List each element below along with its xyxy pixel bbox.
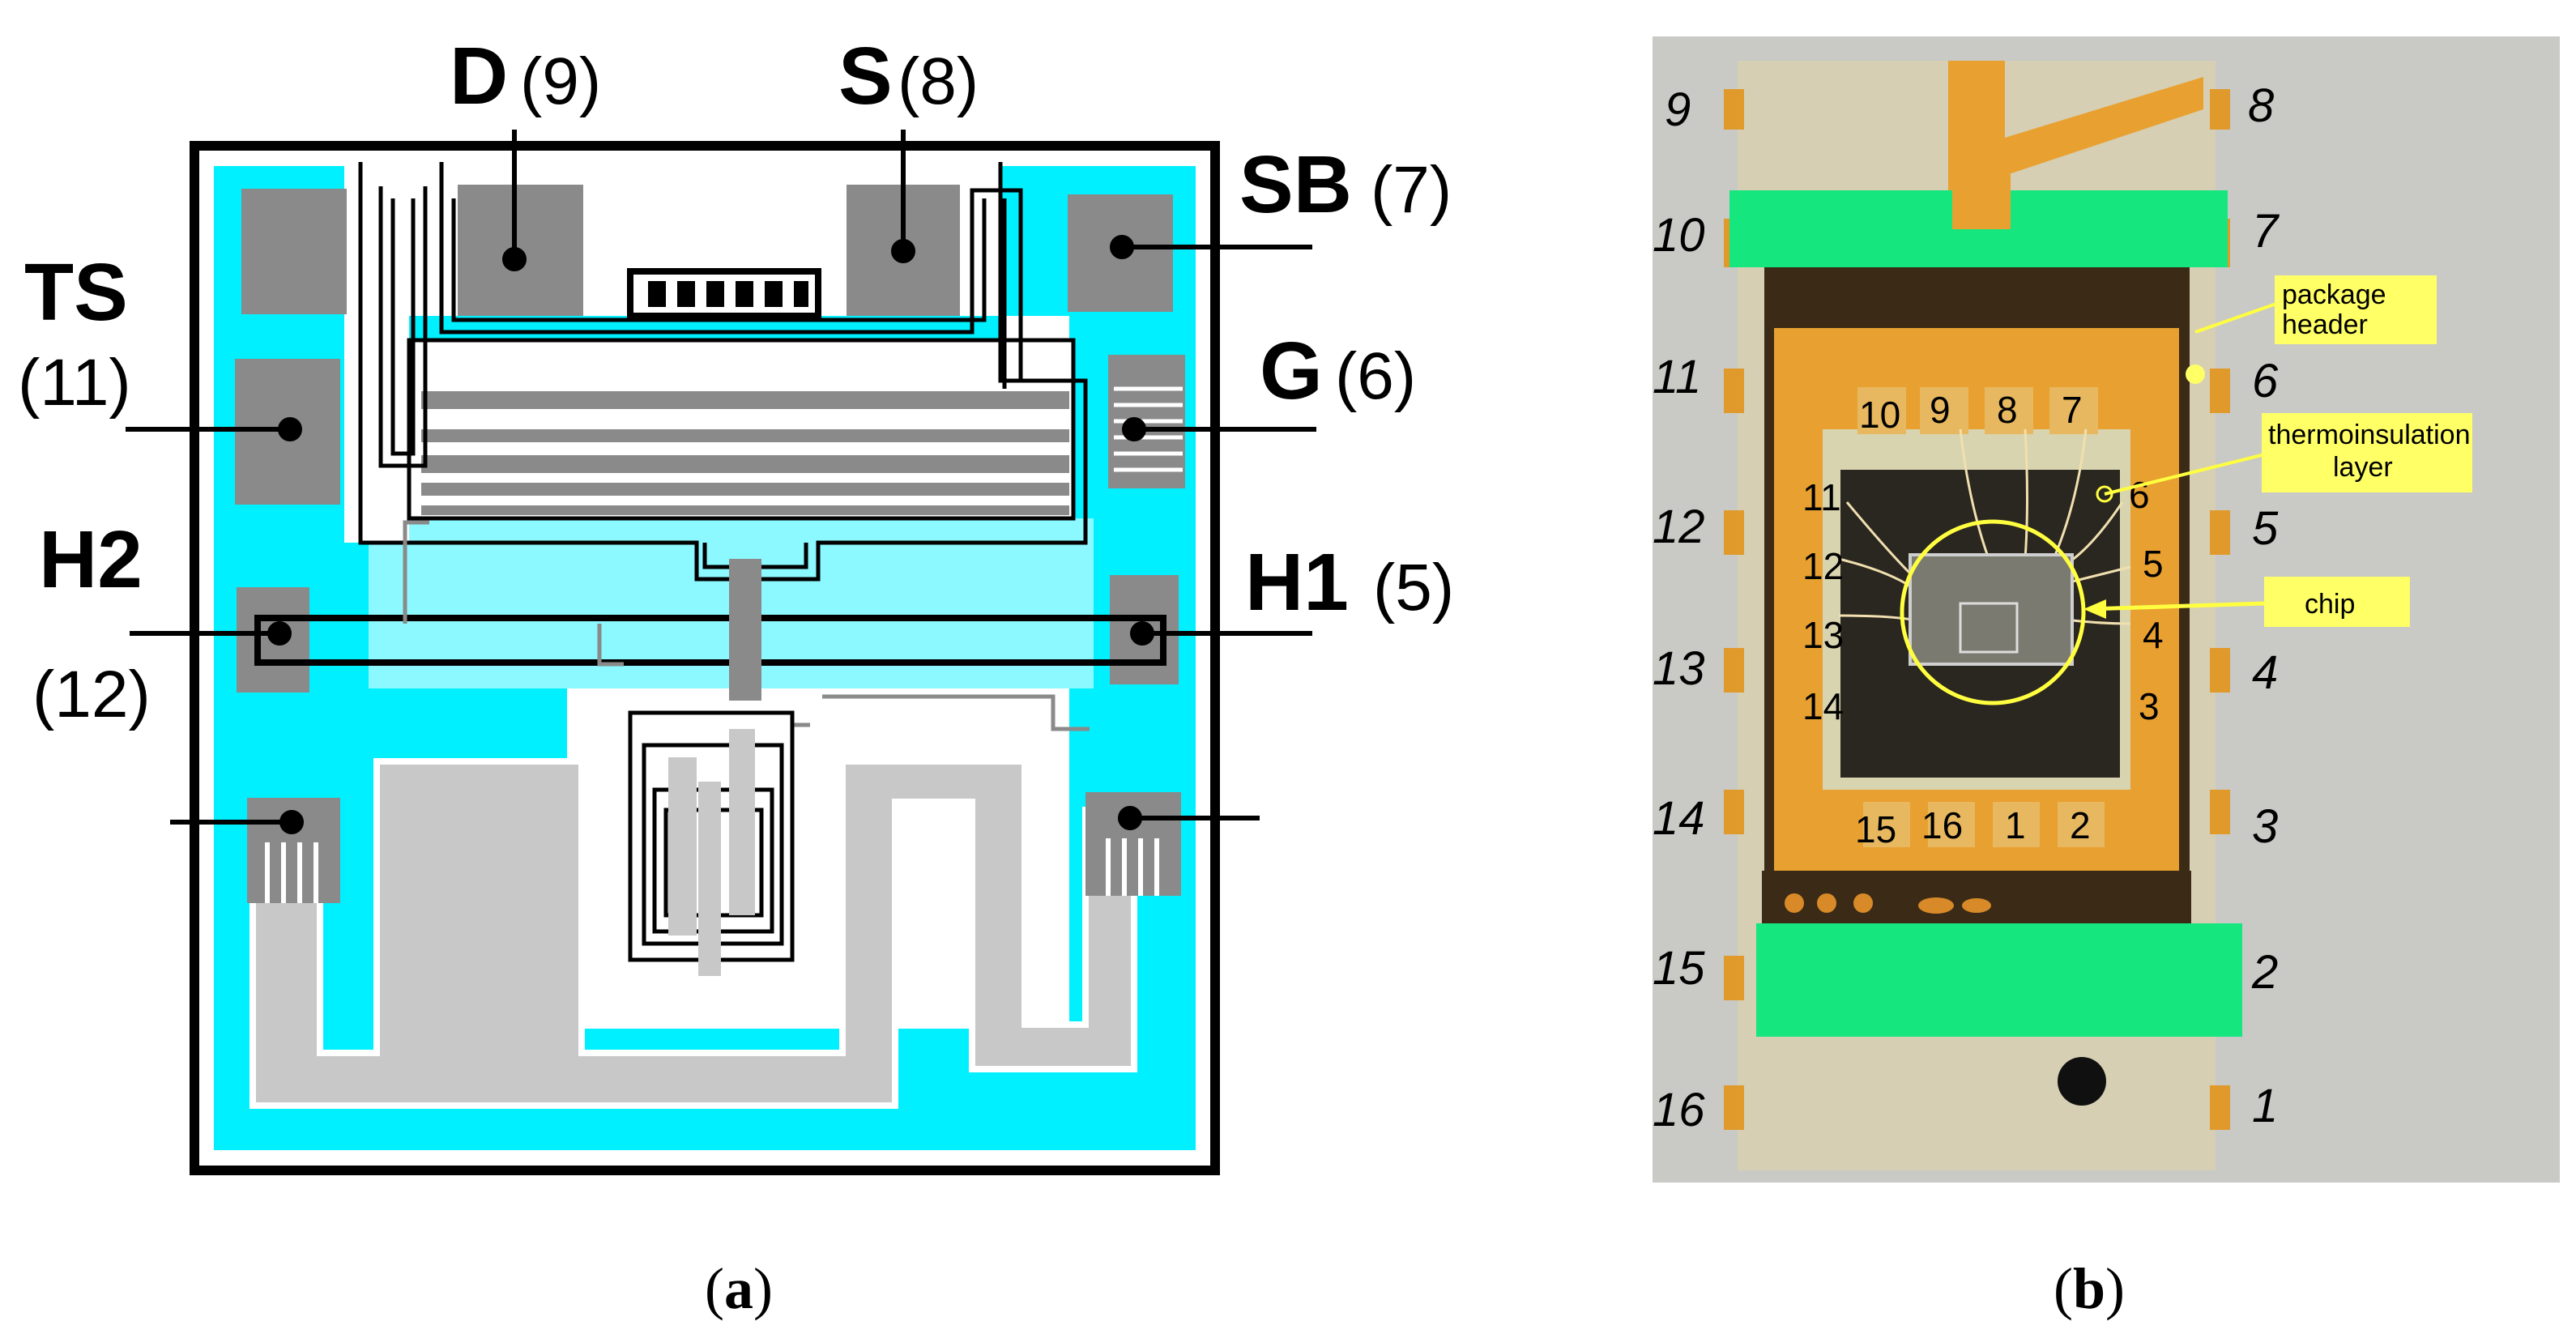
inner-top-2: 9 (1930, 389, 1951, 431)
center-stem (729, 559, 761, 701)
label-D: D (450, 31, 508, 121)
inner-left-1: 11 (1802, 476, 1841, 518)
panel-a-layout: D (9) S (8) SB (7) TS (11) G (6) H2 (12)… (18, 31, 1454, 1321)
inner-left-4: 14 (1802, 685, 1844, 727)
outer-pin-labels-right: 8 7 6 5 4 3 2 1 (2248, 79, 2280, 1132)
label-TS-num: (11) (18, 346, 131, 420)
pin-right-1: 8 (2248, 79, 2274, 132)
svg-text:layer: layer (2333, 452, 2393, 483)
pin-right-5: 4 (2252, 646, 2278, 699)
label-SB: SB (1239, 139, 1352, 230)
label-TS: TS (24, 247, 128, 338)
lower-dots (1785, 893, 1991, 914)
meander-heater (249, 758, 1137, 1109)
pin-left-2: 10 (1653, 209, 1705, 262)
inner-top-1: 10 (1859, 394, 1900, 436)
inner-top-3: 8 (1997, 389, 2018, 431)
label-S-num: (8) (898, 45, 979, 118)
inner-left-2: 12 (1802, 545, 1844, 587)
inner-bottom-4: 2 (2070, 804, 2091, 846)
inner-pads (1857, 387, 2105, 847)
package-hole (2058, 1057, 2106, 1106)
svg-text:chip: chip (2305, 589, 2355, 620)
callout-thermoinsulation: thermoinsulation layer (2096, 413, 2472, 503)
label-H1-num: (5) (1373, 551, 1454, 624)
callout-chip: chip (2083, 577, 2410, 627)
label-H2-num: (12) (32, 658, 151, 731)
heater-line (254, 615, 1166, 666)
pin-left-6: 14 (1653, 792, 1705, 845)
inner-bottom-3: 1 (2005, 804, 2026, 846)
label-H1: H1 (1245, 537, 1349, 628)
green-bar-bottom (1756, 923, 2242, 1037)
inner-pin-labels: 10 9 8 7 11 12 13 14 6 5 4 3 15 16 1 2 (1802, 389, 2164, 850)
thin-traces-lower (403, 520, 1090, 731)
outer-pin-labels-left: 9 10 11 12 13 14 15 16 (1653, 83, 1705, 1136)
label-SB-num: (7) (1371, 153, 1452, 227)
pin-left-3: 11 (1653, 351, 1701, 403)
label-G-num: (6) (1335, 339, 1416, 413)
label-H2: H2 (39, 514, 143, 605)
label-leaders (126, 130, 1316, 834)
g-pad-stripes (1114, 386, 1183, 472)
chip-circle (1900, 519, 2086, 705)
pin-right-8: 1 (2252, 1080, 2278, 1132)
pin-left-5: 13 (1653, 642, 1705, 695)
pad-fingers (265, 838, 1159, 903)
inner-right-3: 4 (2143, 614, 2164, 656)
panel-b-photo: 9 10 11 12 13 14 15 16 8 7 6 5 4 3 2 1 1… (1653, 36, 2560, 1321)
chip-die (1909, 553, 2074, 666)
inner-bottom-2: 16 (1921, 804, 1963, 846)
pin-left-7: 15 (1653, 942, 1705, 995)
pin-right-6: 3 (2252, 800, 2278, 853)
pin-right-4: 5 (2252, 502, 2279, 555)
svg-text:header: header (2282, 309, 2368, 340)
inner-right-1: 6 (2129, 474, 2150, 516)
pin-right-7: 2 (2251, 946, 2278, 999)
svg-text:thermoinsulation: thermoinsulation (2268, 420, 2470, 450)
pin-left-4: 12 (1653, 501, 1705, 553)
inner-left-3: 13 (1802, 614, 1844, 656)
inner-top-4: 7 (2062, 389, 2083, 431)
caption-b: (b) (2054, 1256, 2125, 1321)
gate-stripes (421, 391, 1069, 515)
label-S: S (838, 31, 893, 121)
pin-left-1: 9 (1665, 83, 1691, 136)
pin-right-3: 6 (2252, 355, 2279, 407)
sensor-fingers (668, 729, 755, 976)
top-lead-stem (1952, 174, 2011, 229)
inner-right-2: 5 (2143, 543, 2164, 585)
chip-die-inner (1959, 602, 2019, 654)
pad-top-left (241, 189, 347, 314)
top-lead (1948, 61, 2203, 223)
pin-left-8: 16 (1653, 1084, 1705, 1136)
inner-right-4: 3 (2139, 685, 2160, 727)
traces (358, 162, 1088, 582)
comb-fingers (648, 281, 808, 307)
callout-package-header: package header (2186, 275, 2437, 384)
pin-right-2: 7 (2252, 205, 2280, 258)
label-G: G (1260, 326, 1323, 416)
svg-text:package: package (2282, 279, 2386, 310)
label-D-num: (9) (520, 45, 601, 118)
inner-bottom-1: 15 (1855, 808, 1896, 850)
side-routing-left (344, 316, 409, 543)
caption-a: (a) (705, 1256, 773, 1321)
